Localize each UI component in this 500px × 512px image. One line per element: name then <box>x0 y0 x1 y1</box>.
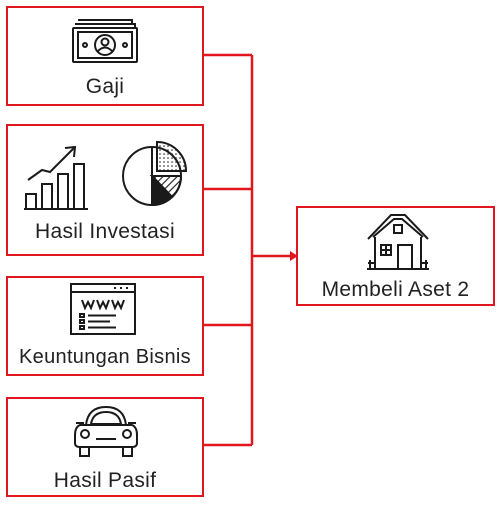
money-bill-icon <box>72 19 138 63</box>
growth-chart-icon <box>24 140 188 210</box>
source-box-keuntungan-bisnis: Keuntungan Bisnis <box>6 276 204 376</box>
source-box-gaji: Gaji <box>6 6 204 106</box>
pie-chart-icon <box>122 140 188 207</box>
target-box-membeli-aset: Membeli Aset 2 <box>296 206 495 306</box>
source-label-keuntungan-bisnis: Keuntungan Bisnis <box>19 346 191 368</box>
source-box-hasil-investasi: Hasil Investasi <box>6 124 204 256</box>
car-icon <box>74 405 138 457</box>
source-box-hasil-pasif: Hasil Pasif <box>6 397 204 497</box>
source-label-hasil-pasif: Hasil Pasif <box>53 469 157 492</box>
source-label-hasil-investasi: Hasil Investasi <box>35 220 175 243</box>
source-label-gaji: Gaji <box>85 75 125 98</box>
arrow-head <box>290 251 298 261</box>
target-label: Membeli Aset 2 <box>321 278 470 301</box>
website-icon <box>70 283 136 335</box>
house-icon <box>367 214 429 270</box>
